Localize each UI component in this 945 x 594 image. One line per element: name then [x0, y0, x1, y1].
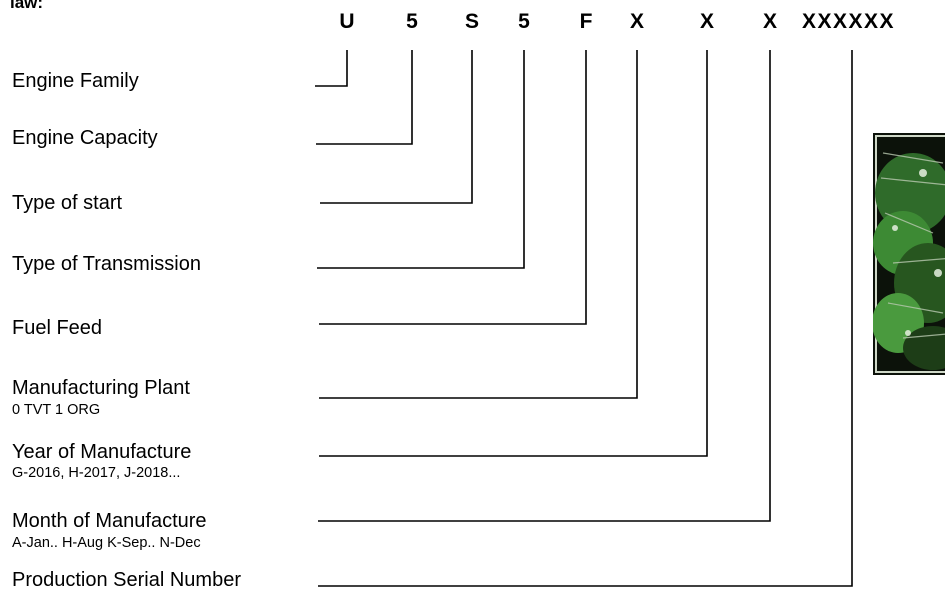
leader-fuel-feed — [319, 50, 587, 325]
engine-photo — [873, 133, 945, 375]
sub-manufacturing-plant: 0 TVT 1 ORG — [12, 402, 101, 418]
code-char-engine-family: U — [339, 10, 355, 33]
label-production-serial-number: Production Serial Number — [12, 569, 241, 591]
sub-year-of-manufacture: G-2016, H-2017, J-2018... — [12, 465, 181, 481]
code-serial-number: XXXXXX — [802, 10, 896, 33]
label-manufacturing-plant: Manufacturing Plant — [12, 377, 190, 399]
label-fuel-feed: Fuel Feed — [12, 317, 103, 339]
code-char-type-of-start: S — [464, 10, 480, 33]
sub-month-of-manufacture: A-Jan.. H-Aug K-Sep.. N-Dec — [12, 535, 201, 551]
leader-month-of-manufacture — [318, 50, 771, 522]
code-char-month-of-manufacture: X — [762, 10, 778, 33]
label-type-of-start: Type of start — [12, 192, 123, 214]
label-month-of-manufacture: Month of Manufacture — [12, 510, 207, 532]
code-char-year-of-manufacture: X — [699, 10, 715, 33]
leader-type-of-start — [320, 50, 473, 204]
leader-production-serial-number — [318, 50, 853, 587]
code-char-fuel-feed: F — [579, 10, 593, 33]
leader-manufacturing-plant — [319, 50, 638, 399]
leader-engine-capacity — [316, 50, 413, 145]
leader-engine-family — [315, 50, 348, 87]
leader-year-of-manufacture — [319, 50, 708, 457]
label-engine-capacity: Engine Capacity — [12, 127, 158, 149]
code-char-engine-capacity: 5 — [406, 10, 418, 33]
leader-type-of-transmission — [317, 50, 525, 269]
label-year-of-manufacture: Year of Manufacture — [12, 441, 192, 463]
label-type-of-transmission: Type of Transmission — [12, 253, 201, 275]
code-char-manufacturing-plant: X — [629, 10, 645, 33]
page-header-text: law: — [10, 0, 44, 12]
code-char-type-of-transmission: 5 — [518, 10, 530, 33]
label-engine-family: Engine Family — [12, 70, 139, 92]
